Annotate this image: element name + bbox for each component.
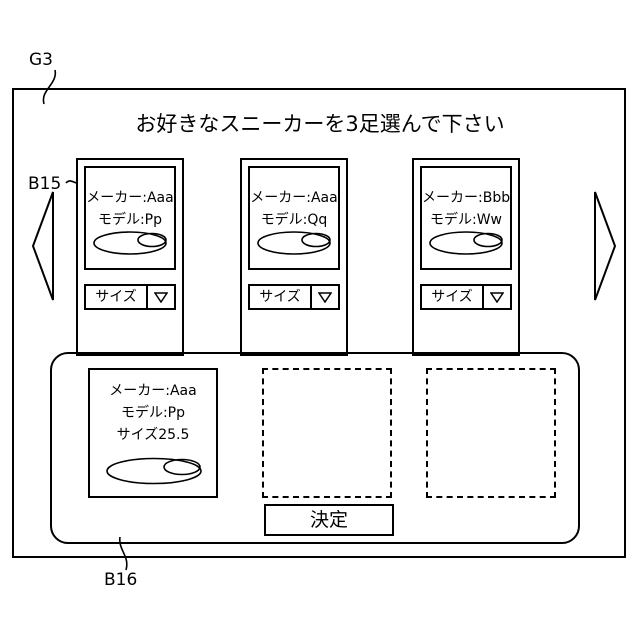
dropdown-button[interactable] xyxy=(310,286,338,308)
size-select[interactable]: サイズ xyxy=(248,284,340,310)
maker-text: メーカー:Bbb xyxy=(422,190,510,207)
sneaker-card-1[interactable]: メーカー:Aaa モデル:Pp サイズ xyxy=(76,158,184,356)
label-b16: B16 xyxy=(104,570,137,590)
size-label: サイズ xyxy=(422,286,482,308)
size-label: サイズ xyxy=(86,286,146,308)
maker-text: メーカー:Aaa xyxy=(90,380,216,402)
next-arrow-icon[interactable] xyxy=(592,190,618,302)
size-label: サイズ xyxy=(250,286,310,308)
dropdown-button[interactable] xyxy=(146,286,174,308)
sneaker-card-2[interactable]: メーカー:Aaa モデル:Qq サイズ xyxy=(240,158,348,356)
model-text: モデル:Pp xyxy=(90,402,216,424)
chevron-down-icon xyxy=(154,292,168,303)
sneaker-card-3[interactable]: メーカー:Bbb モデル:Ww サイズ xyxy=(412,158,520,356)
selected-slot-1[interactable]: メーカー:Aaa モデル:Pp サイズ25.5 xyxy=(88,368,218,498)
sneaker-icon xyxy=(256,230,332,256)
confirm-button[interactable]: 決定 xyxy=(264,504,394,536)
model-text: モデル:Qq xyxy=(250,212,338,229)
size-text: サイズ25.5 xyxy=(90,424,216,446)
instruction-text: お好きなスニーカーを3足選んで下さい xyxy=(0,111,640,137)
prev-arrow-icon[interactable] xyxy=(30,190,56,302)
maker-text: メーカー:Aaa xyxy=(86,190,174,207)
maker-text: メーカー:Aaa xyxy=(250,190,338,207)
model-text: モデル:Ww xyxy=(422,212,510,229)
sneaker-icon xyxy=(428,230,504,256)
empty-slot-3[interactable] xyxy=(426,368,556,498)
size-select[interactable]: サイズ xyxy=(84,284,176,310)
sneaker-icon xyxy=(92,230,168,256)
sneaker-icon xyxy=(104,456,204,486)
chevron-down-icon xyxy=(318,292,332,303)
sneaker-image-box: メーカー:Aaa モデル:Pp xyxy=(84,166,176,270)
sneaker-image-box: メーカー:Aaa モデル:Qq xyxy=(248,166,340,270)
sneaker-image-box: メーカー:Bbb モデル:Ww xyxy=(420,166,512,270)
size-select[interactable]: サイズ xyxy=(420,284,512,310)
empty-slot-2[interactable] xyxy=(262,368,392,498)
model-text: モデル:Pp xyxy=(86,212,174,229)
chevron-down-icon xyxy=(490,292,504,303)
dropdown-button[interactable] xyxy=(482,286,510,308)
